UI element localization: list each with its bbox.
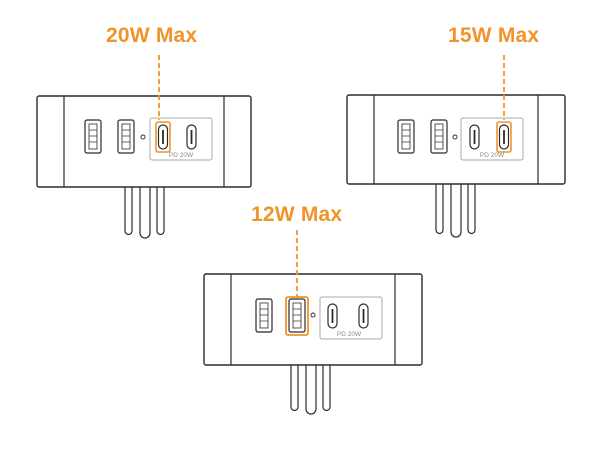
charger-1-usb-a-port-2 xyxy=(117,119,135,154)
ground-prong-icon xyxy=(139,187,151,239)
charger-2-pd-label: PD 20W xyxy=(480,152,505,159)
ground-prong-icon xyxy=(450,184,462,238)
charger-2-usb-a-port-1 xyxy=(397,119,415,154)
charger-3-usb-a-port-1 xyxy=(255,298,273,333)
charger-1: PD 20W xyxy=(36,55,252,239)
led-icon xyxy=(452,134,458,140)
charger-1-usb-c-port-1 xyxy=(155,121,171,153)
charger-2-body xyxy=(346,94,566,185)
prong-icon xyxy=(435,184,444,235)
charger-2-usb-c-port-1 xyxy=(469,124,480,150)
charger-3-usb-c-port-1 xyxy=(327,303,338,329)
led-icon xyxy=(310,312,316,318)
charger-1-usb-a-port-1 xyxy=(84,119,102,154)
charger-3: PD 20W xyxy=(203,230,423,415)
prong-icon xyxy=(322,365,331,412)
charger-3-usb-a-port-2 xyxy=(285,296,309,336)
charger-1-power-label: 20W Max xyxy=(106,24,198,47)
charger-1-usb-c-port-2 xyxy=(186,124,197,150)
charger-2-power-label: 15W Max xyxy=(448,24,540,47)
charger-2-usb-c-port-2 xyxy=(496,121,512,153)
charger-3-usb-c-port-2 xyxy=(358,303,369,329)
charger-1-pd-label: PD 20W xyxy=(169,152,194,159)
prong-icon xyxy=(467,184,476,235)
charger-2: PD 20W xyxy=(346,55,566,238)
charger-2-prongs xyxy=(435,184,476,238)
charger-3-body xyxy=(203,273,423,366)
prong-icon xyxy=(124,187,133,236)
charger-3-power-label: 12W Max xyxy=(251,203,343,226)
charger-3-prongs xyxy=(290,365,331,415)
prong-icon xyxy=(156,187,165,236)
charger-3-pd-label: PD 20W xyxy=(337,331,362,338)
prong-icon xyxy=(290,365,299,412)
ground-prong-icon xyxy=(305,365,317,415)
charger-1-body xyxy=(36,95,252,188)
led-icon xyxy=(140,134,146,140)
charger-1-prongs xyxy=(124,187,165,239)
charger-2-usb-a-port-2 xyxy=(430,119,448,154)
